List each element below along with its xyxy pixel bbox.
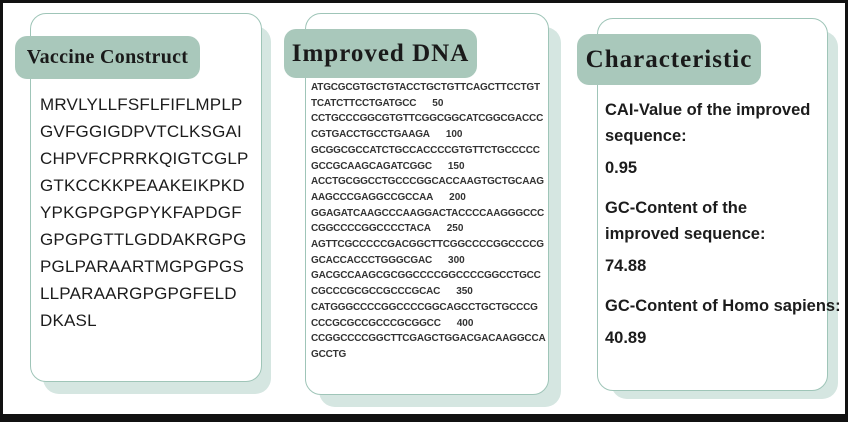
characteristic-badge: Characteristic <box>577 34 761 85</box>
protein-sequence-line: GVFGGIGDPVTCLKSGAI <box>40 122 242 141</box>
dna-sequence-line: ATGCGCGTGCTGTACCTGCTGTTCAGCTTCCTGT <box>311 80 547 96</box>
improved-dna-title: Improved DNA <box>291 39 470 67</box>
dna-sequence-line: CGGCCCCGGCCCCTACA 250 <box>311 221 547 237</box>
vaccine-construct-badge: Vaccine Construct <box>15 36 200 79</box>
dna-position-marker: 200 <box>449 191 466 203</box>
protein-sequence-line: YPKGPGPGPYKFAPDGF <box>40 203 242 222</box>
dna-position-marker: 300 <box>448 254 465 266</box>
dna-sequence-line: GGAGATCAAGCCCAAGGACTACCCCAAGGGCCC <box>311 206 547 222</box>
dna-bases: GCACCACCCTGGGCGAC <box>311 254 433 266</box>
dna-bases: CGCCCGCGCCGCCCGCAC <box>311 286 441 298</box>
dna-bases: TCATCTTCCTGATGCC <box>311 97 417 109</box>
dna-sequence-line: GCCTG <box>311 347 547 363</box>
dna-sequence-line: TCATCTTCCTGATGCC 50 <box>311 96 547 112</box>
dna-sequence-line: CCGGCCCCGGCTTCGAGCTGGACGACAAGGCCA <box>311 331 547 347</box>
protein-sequence-line: GTKCCKKPEAAKEIKPKD <box>40 176 245 195</box>
dna-sequence: ATGCGCGTGCTGTACCTGCTGTTCAGCTTCCTGT TCATC… <box>311 80 547 363</box>
gc-homo-sapiens-value: 40.89 <box>605 329 647 347</box>
dna-position-marker: 50 <box>432 97 444 109</box>
dna-bases: AGTTCGCCCCCGACGGCTTCGGCCCCGGCCCCG <box>311 239 544 251</box>
dna-bases: CCTGCCCGGCGTGTTCGGCGGCATCGGCGACCC <box>311 113 544 125</box>
gc-homo-sapiens-label: GC-Content of Homo sapiens: <box>605 297 841 315</box>
dna-sequence-line: GACGCCAAGCGCGGCCCCGGCCCCGGCCTGCC <box>311 268 547 284</box>
vaccine-construct-title: Vaccine Construct <box>26 46 189 68</box>
dna-sequence-line: AAGCCCGAGGCCGCCAA 200 <box>311 190 547 206</box>
dna-bases: CGTGACCTGCCTGAAGA <box>311 129 430 141</box>
characteristic-body: CAI-Value of the improved sequence: 0.95… <box>605 97 841 365</box>
characteristic-title: Characteristic <box>585 45 753 73</box>
dna-sequence-line: ACCTGCGGCCTGCCCGGCACCAAGTGCTGCAAG <box>311 174 547 190</box>
protein-sequence-line: MRVLYLLFSFLFIFLMPLP <box>40 95 243 114</box>
dna-bases: GCCTG <box>311 348 347 360</box>
dna-position-marker: 150 <box>447 160 465 172</box>
dna-bases: GCCGCAAGCAGATCGGC <box>311 160 432 172</box>
protein-sequence-line: GPGPGTTLGDDAKRGPG <box>40 230 247 249</box>
gc-improved-value: 74.88 <box>605 257 647 275</box>
dna-bases: ACCTGCGGCCTGCCCGGCACCAAGTGCTGCAAG <box>311 176 544 188</box>
protein-sequence-line: LLPARAARGPGPGFELD <box>40 284 237 303</box>
dna-bases: CATGGGCCCCGGCCCCGGCAGCCTGCTGCCCG <box>311 301 538 313</box>
improved-dna-badge: Improved DNA <box>284 29 477 78</box>
dna-bases: ATGCGCGTGCTGTACCTGCTGTTCAGCTTCCTGT <box>311 82 540 93</box>
dna-bases: GGAGATCAAGCCCAAGGACTACCCCAAGGGCCC <box>311 207 545 219</box>
dna-sequence-line: AGTTCGCCCCCGACGGCTTCGGCCCCGGCCCCG <box>311 237 547 253</box>
dna-position-marker: 250 <box>446 223 464 235</box>
dna-sequence-line: CCTGCCCGGCGTGTTCGGCGGCATCGGCGACCC <box>311 111 547 127</box>
cai-value: 0.95 <box>605 159 638 177</box>
protein-sequence-line: PGLPARAARTMGPGPGS <box>40 257 244 276</box>
dna-bases: AAGCCCGAGGCCGCCAA <box>311 191 434 203</box>
dna-position-marker: 350 <box>456 286 473 298</box>
protein-sequence-line: CHPVFCPRRKQIGTCGLP <box>40 149 249 168</box>
dna-sequence-line: CGCCCGCGCCGCCCGCAC 350 <box>311 284 547 300</box>
dna-sequence-line: GCCGCAAGCAGATCGGC 150 <box>311 159 547 175</box>
dna-bases: GACGCCAAGCGCGGCCCCGGCCCCGGCCTGCC <box>311 270 541 282</box>
protein-sequence: MRVLYLLFSFLFIFLMPLP GVFGGIGDPVTCLKSGAI C… <box>40 91 255 334</box>
dna-sequence-line: CGTGACCTGCCTGAAGA 100 <box>311 127 547 143</box>
cai-value-label: CAI-Value of the improved sequence: <box>605 101 811 145</box>
dna-sequence-line: CCCGCGCCGCCCGCGGCC 400 <box>311 316 547 332</box>
dna-bases: CGGCCCCGGCCCCTACA <box>311 223 431 235</box>
dna-sequence-line: CATGGGCCCCGGCCCCGGCAGCCTGCTGCCCG <box>311 300 547 316</box>
dna-sequence-line: GCGGCGCCATCTGCCACCCCGTGTTCTGCCCCC <box>311 143 547 159</box>
gc-improved-label: GC-Content of the improved sequence: <box>605 199 766 243</box>
dna-bases: CCGGCCCCGGCTTCGAGCTGGACGACAAGGCCA <box>311 333 546 345</box>
dna-position-marker: 400 <box>456 317 474 329</box>
dna-sequence-line: GCACCACCCTGGGCGAC 300 <box>311 253 547 269</box>
dna-bases: CCCGCGCCGCCCGCGGCC <box>311 317 441 329</box>
dna-bases: GCGGCGCCATCTGCCACCCCGTGTTCTGCCCCC <box>311 144 540 156</box>
dna-position-marker: 100 <box>445 129 463 141</box>
protein-sequence-line: DKASL <box>40 311 97 330</box>
